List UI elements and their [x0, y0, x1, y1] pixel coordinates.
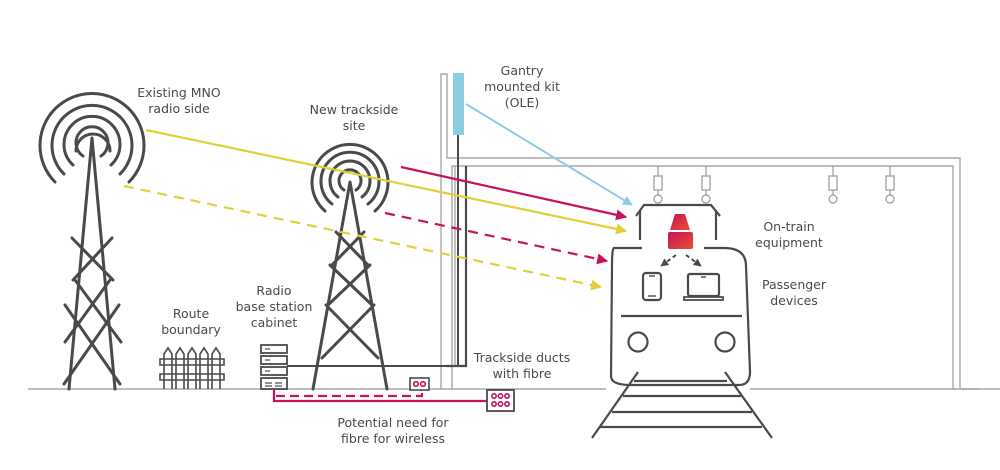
existing-mno-mast	[38, 92, 146, 391]
wireless-links	[123, 103, 633, 291]
svg-text:Route: Route	[173, 306, 210, 321]
device-distribution-arrows	[660, 254, 702, 267]
label-trackside-ducts: Trackside ducts with fibre	[473, 350, 570, 381]
link-mno-to-devices	[123, 184, 603, 291]
link-gantry-to-train	[465, 103, 633, 206]
trackside-duct-box	[486, 389, 515, 412]
svg-text:mounted kit: mounted kit	[484, 79, 560, 94]
on-train-equipment-icon	[668, 214, 693, 249]
label-existing-mno: Existing MNO radio side	[137, 85, 221, 116]
svg-text:Existing MNO: Existing MNO	[137, 85, 221, 100]
label-on-train: On-train equipment	[755, 219, 823, 250]
svg-text:New trackside: New trackside	[310, 102, 399, 117]
link-trackside-to-train	[400, 165, 628, 221]
gantry-structure	[440, 73, 980, 390]
svg-text:boundary: boundary	[161, 322, 221, 337]
svg-text:Passenger: Passenger	[762, 277, 827, 292]
potential-fibre-line	[276, 389, 424, 398]
new-trackside-mast	[310, 142, 390, 391]
radio-waves-icon	[38, 92, 146, 184]
insulator	[653, 166, 663, 204]
insulator	[701, 166, 711, 204]
svg-text:site: site	[343, 118, 366, 133]
radio-waves-icon	[310, 142, 390, 213]
svg-text:Potential need for: Potential need for	[337, 415, 449, 430]
radio-base-station-cabinet-icon	[260, 344, 288, 390]
gantry-inner-post	[446, 166, 468, 368]
label-route-boundary: Route boundary	[161, 306, 221, 337]
label-gantry: Gantry mounted kit (OLE)	[484, 63, 560, 110]
label-rbs-cabinet: Radio base station cabinet	[236, 283, 313, 330]
label-potential-fibre: Potential need for fibre for wireless	[337, 415, 449, 446]
svg-text:fibre for wireless: fibre for wireless	[341, 431, 445, 446]
svg-text:equipment: equipment	[755, 235, 823, 250]
fibre-routes	[272, 389, 490, 403]
railway-track	[591, 371, 773, 439]
svg-text:Radio: Radio	[256, 283, 291, 298]
gantry-mounted-antenna	[453, 73, 464, 135]
headlight-left	[627, 331, 649, 353]
existing-fibre-line	[272, 389, 490, 403]
ole-insulators	[653, 166, 895, 204]
svg-text:(OLE): (OLE)	[505, 95, 539, 110]
headlight-right	[714, 331, 736, 353]
svg-text:On-train: On-train	[763, 219, 814, 234]
route-boundary-fence	[159, 346, 225, 389]
link-trackside-to-devices	[384, 211, 609, 265]
svg-text:Trackside ducts: Trackside ducts	[473, 350, 570, 365]
smartphone-icon	[641, 271, 663, 302]
insulator	[828, 166, 838, 204]
label-new-trackside: New trackside site	[310, 102, 399, 133]
svg-text:with fibre: with fibre	[493, 366, 552, 381]
insulator	[885, 166, 895, 204]
train-front	[609, 203, 752, 387]
svg-text:devices: devices	[770, 293, 818, 308]
link-mno-to-train	[145, 128, 628, 235]
svg-text:radio side: radio side	[148, 101, 210, 116]
svg-text:Gantry: Gantry	[501, 63, 544, 78]
laptop-icon	[683, 272, 724, 301]
svg-text:base station: base station	[236, 299, 313, 314]
duct-box-small	[409, 377, 430, 391]
svg-text:cabinet: cabinet	[251, 315, 298, 330]
label-passenger-devices: Passenger devices	[762, 277, 827, 308]
